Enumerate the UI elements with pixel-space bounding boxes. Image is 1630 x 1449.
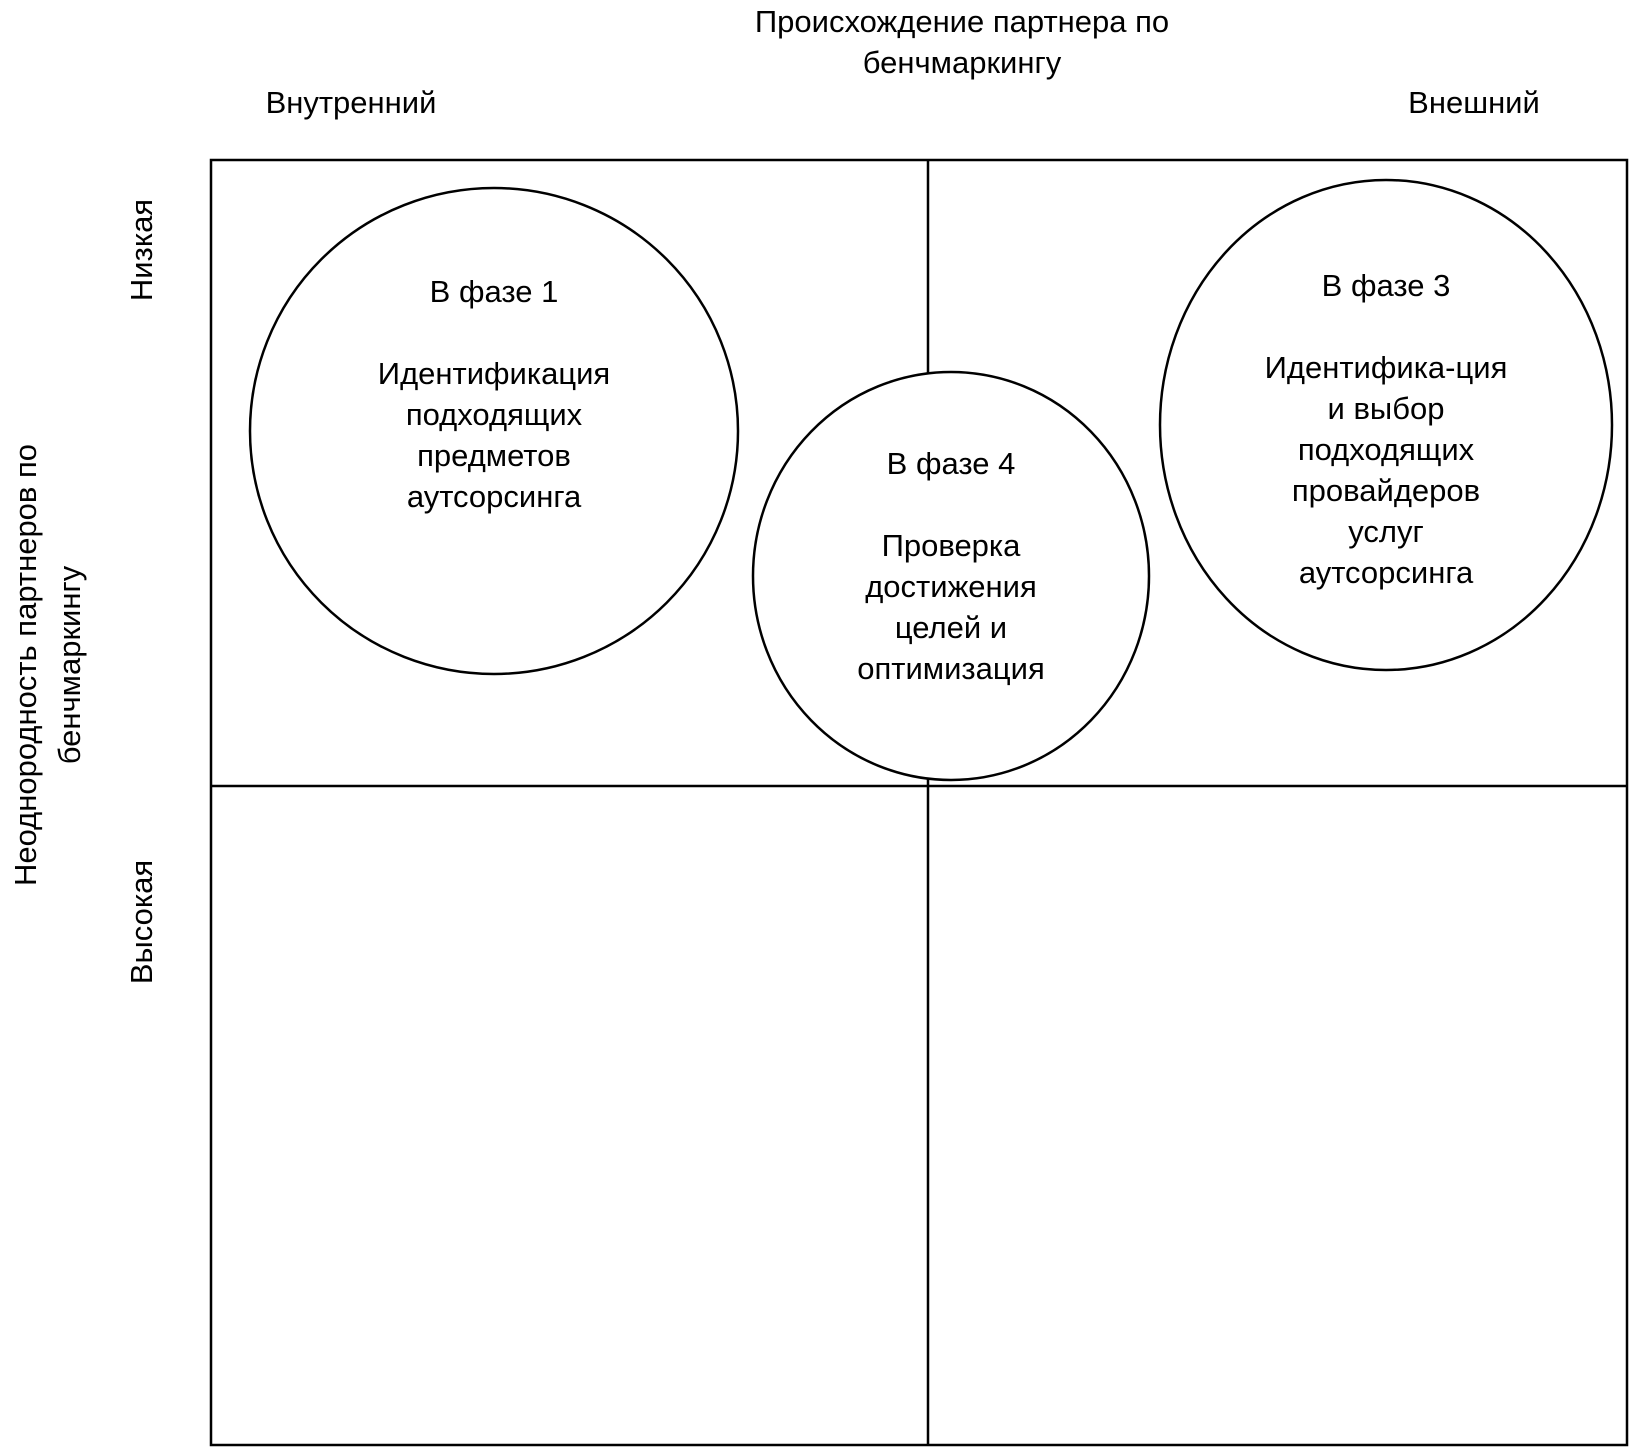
phase-1-text-line-3: предметов [417, 438, 571, 473]
phase-1-node: В фазе 1 Идентификация подходящих предме… [248, 186, 740, 676]
x-axis-title-line-2: бенчмаркингу [863, 45, 1062, 80]
x-axis-right-label: Внешний [1408, 85, 1540, 120]
phase-1-heading: В фазе 1 [430, 274, 559, 309]
matrix-frame [209, 158, 1629, 1447]
phase-1-text-line-4: аутсорсинга [407, 479, 582, 514]
phase-4-node: В фазе 4 Проверка достижения целей и опт… [751, 370, 1151, 782]
y-axis-bottom-label: Высокая [124, 860, 159, 984]
phase-1-text-line-2: подходящих [406, 397, 583, 432]
phase-3-text-line-3: подходящих [1298, 432, 1475, 467]
phase-4-circle [751, 370, 1151, 782]
phase-4-heading: В фазе 4 [887, 446, 1016, 481]
x-axis-left-label: Внутренний [266, 85, 437, 120]
phase-3-text-line-4: провайдеров [1292, 473, 1480, 508]
phase-3-text-line-6: аутсорсинга [1299, 555, 1474, 590]
phase-4-text-line-4: оптимизация [857, 651, 1044, 686]
x-axis-title-line-1: Происхождение партнера по [755, 4, 1169, 39]
phase-3-text-line-5: услуг [1348, 514, 1424, 549]
phase-3-node: В фазе 3 Идентифика-ция и выбор подходящ… [1158, 178, 1614, 672]
y-axis-title-line-2: бенчмаркингу [52, 565, 87, 764]
phase-3-text-line-1: Идентифика-ция [1265, 350, 1508, 385]
y-axis-top-label: Низкая [124, 199, 159, 301]
phase-4-text-line-3: целей и [895, 610, 1007, 645]
phase-3-heading: В фазе 3 [1322, 268, 1451, 303]
phase-1-circle [248, 186, 740, 676]
phase-3-circle [1158, 178, 1614, 672]
phase-3-text-line-2: и выбор [1328, 391, 1445, 426]
phase-4-text-line-1: Проверка [882, 528, 1022, 563]
phase-4-text-line-2: достижения [865, 569, 1037, 604]
y-axis-title-line-1: Неоднородность партнеров по [8, 444, 43, 886]
phase-1-text-line-1: Идентификация [378, 356, 610, 391]
